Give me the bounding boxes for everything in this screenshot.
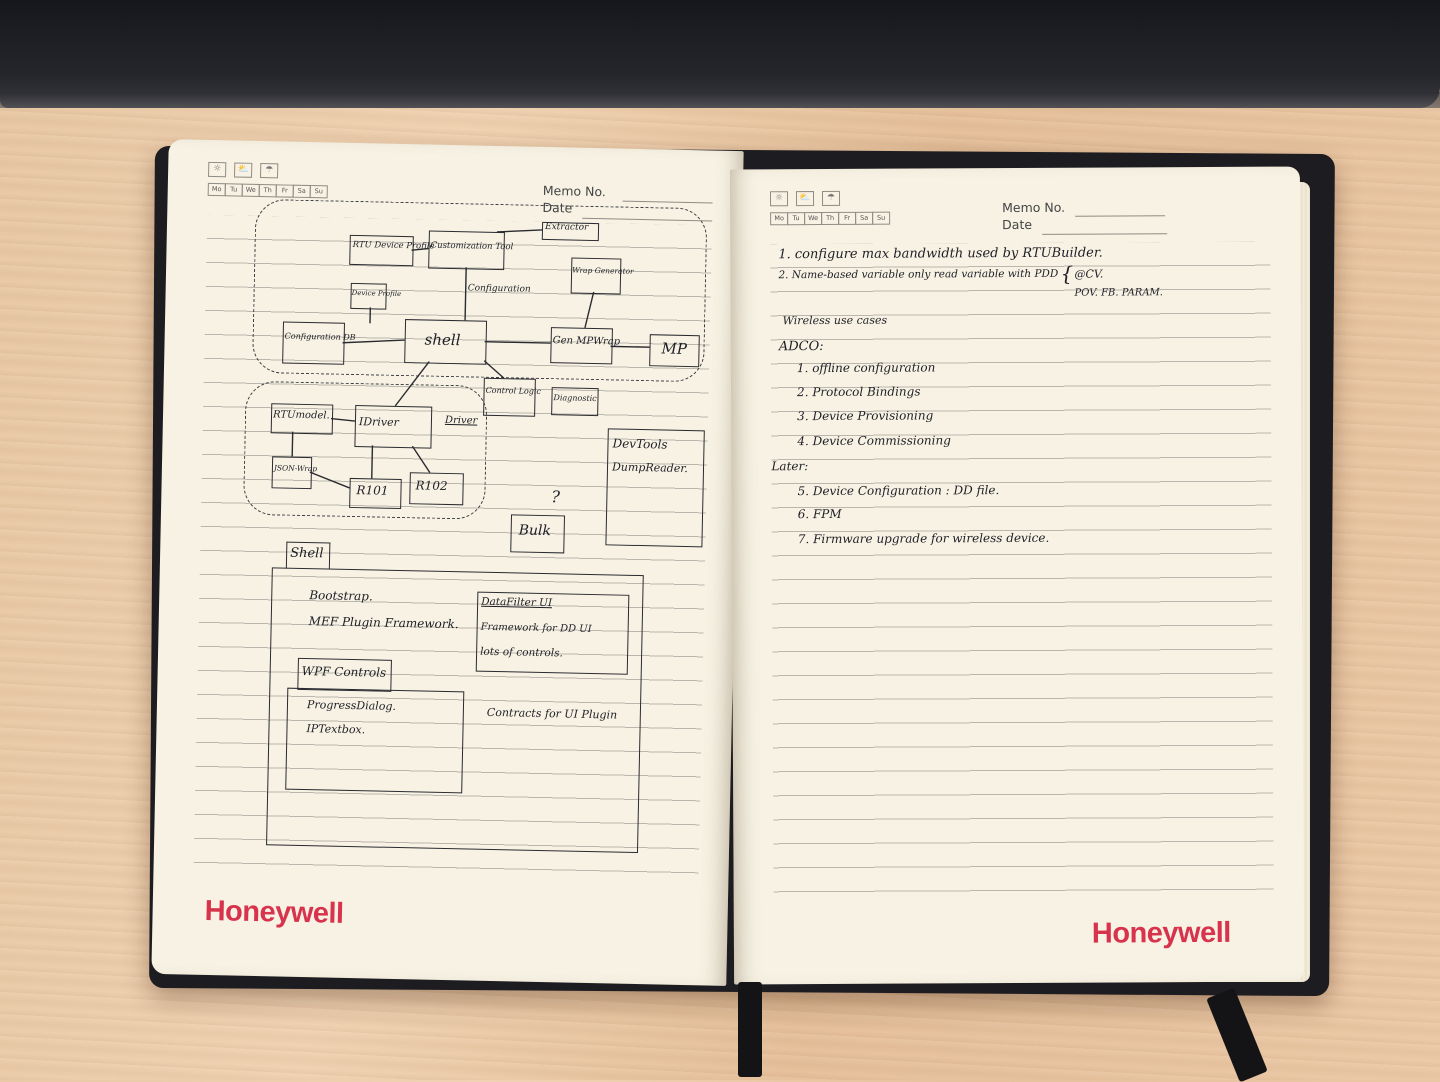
memo-label: Memo No. (1002, 200, 1065, 215)
note-item-6: 6. FPM (798, 507, 842, 521)
honeywell-logo-right: Honeywell (1092, 917, 1231, 951)
day-cell: Tu (787, 212, 805, 225)
day-cell: Su (872, 212, 890, 225)
note-later: Later: (771, 459, 808, 473)
contracts-text: Contracts for UI Plugin (487, 706, 618, 722)
wpf-line1: ProgressDialog. (307, 698, 396, 713)
right-page: ☼ ⛅ ☂ Mo Tu We Th Fr Sa Su Memo No. Date… (730, 167, 1304, 985)
date-rule (1042, 233, 1167, 235)
date-label: Date (1002, 217, 1032, 232)
ruled-lines (770, 242, 1273, 895)
bootstrap-text: Bootstrap. (309, 588, 373, 603)
datafilter-title: DataFilter UI (481, 596, 552, 609)
note-wireless: Wireless use cases (783, 314, 888, 328)
day-cell: Mo (770, 212, 788, 225)
cloud-sun-icon: ⛅ (796, 191, 814, 206)
datafilter-line2: lots of controls. (480, 646, 563, 660)
day-cell: Th (821, 212, 839, 225)
shell-title: Shell (290, 546, 324, 562)
honeywell-logo-left: Honeywell (204, 895, 344, 931)
note-item-1: 1. offline configuration (797, 360, 935, 375)
day-cell: We (804, 212, 822, 225)
bracket-note-2: POV. FB. PARAM. (1074, 287, 1162, 298)
wpf-line2: IPTextbox. (306, 722, 365, 736)
note-item-3: 3. Device Provisioning (797, 408, 933, 423)
wpf-title: WPF Controls (302, 664, 387, 680)
rain-icon: ☂ (822, 191, 840, 206)
keyboard-edge (0, 92, 1440, 108)
note-item-4: 4. Device Commissioning (797, 433, 951, 448)
day-cell: Fr (838, 212, 856, 225)
weather-icons: ☼ ⛅ ☂ (770, 191, 840, 206)
sun-icon: ☼ (770, 191, 788, 206)
day-cell: Sa (855, 212, 873, 225)
weekday-row: Mo Tu We Th Fr Sa Su (770, 212, 889, 226)
note-item-7: 7. Firmware upgrade for wireless device. (798, 531, 1050, 546)
note-adco: ADCO: (779, 339, 824, 354)
memo-rule (1075, 215, 1165, 216)
diagram-arrows (160, 139, 744, 571)
bracket-note-1: @CV. (1074, 268, 1103, 281)
note-line-2: 2. Name-based variable only read variabl… (778, 268, 1058, 281)
note-item-2: 2. Protocol Bindings (797, 385, 920, 400)
datafilter-line1: Framework for DD UI (481, 622, 592, 635)
note-line-1: 1. configure max bandwidth used by RTUBu… (778, 246, 1102, 263)
note-item-5: 5. Device Configuration : DD file. (798, 483, 1000, 498)
left-page: ☼ ⛅ ☂ Mo Tu We Th Fr Sa Su Memo No. Date… (151, 139, 743, 986)
bracket-mark: { (1060, 262, 1073, 286)
bookmark-ribbon (738, 982, 762, 1077)
